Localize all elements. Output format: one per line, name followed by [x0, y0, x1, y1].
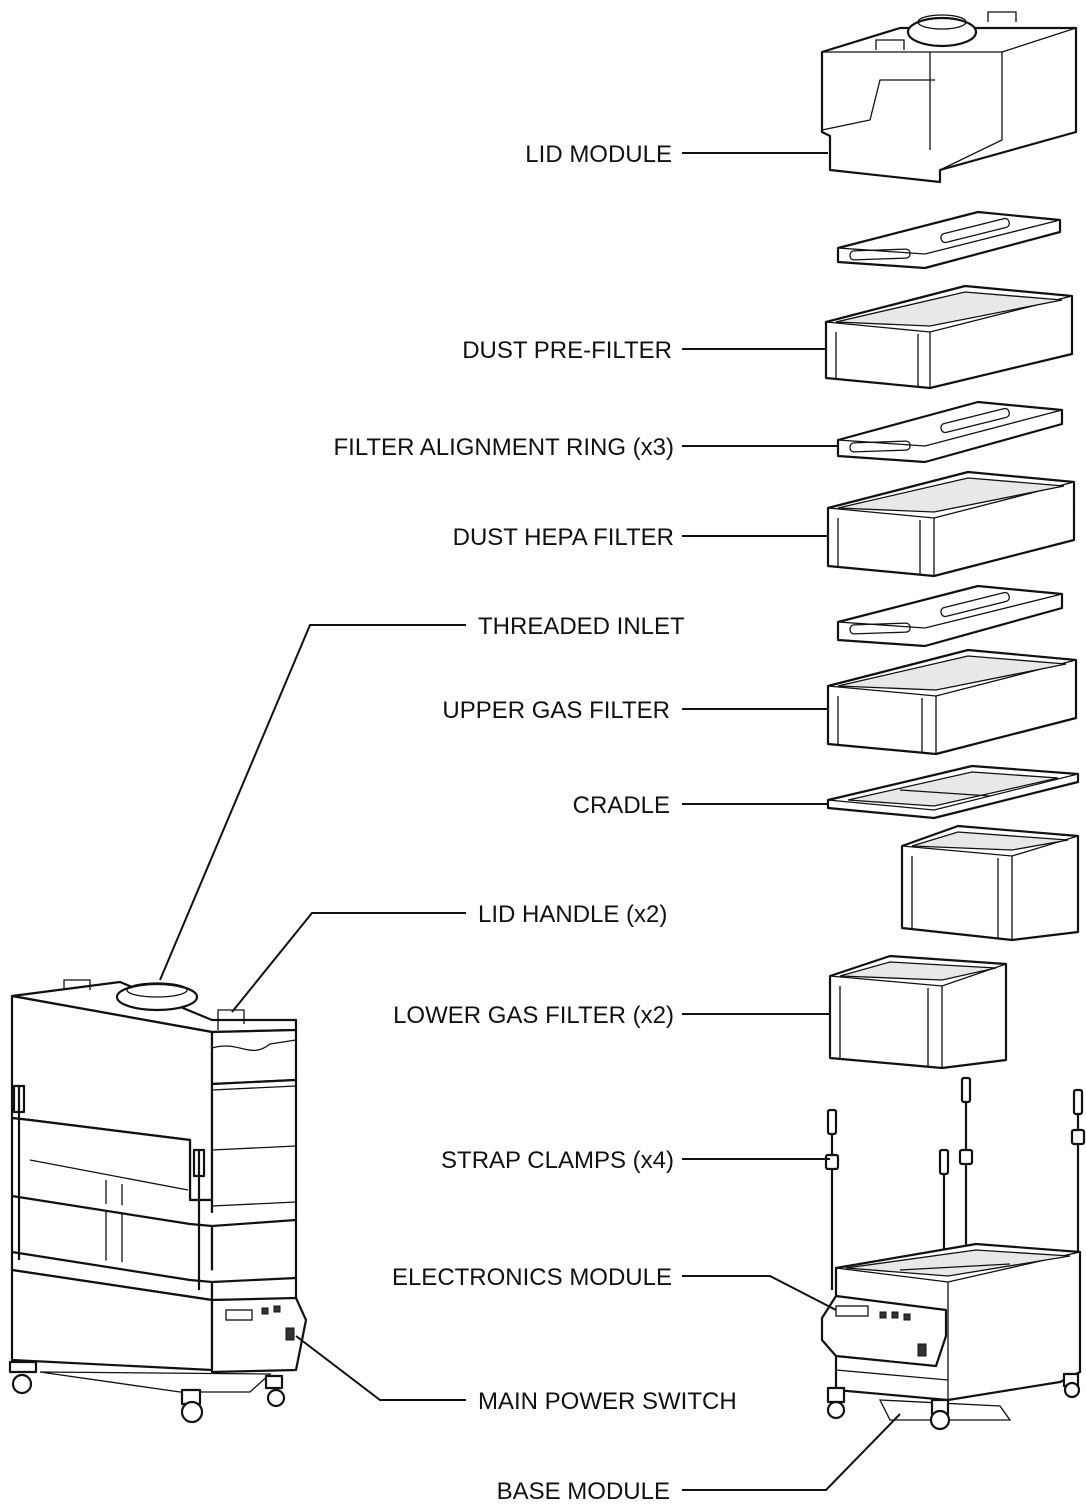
cradle-part	[826, 764, 1080, 820]
electronics-base-module-part	[820, 1242, 1082, 1431]
label-threaded-inlet: THREADED INLET	[478, 613, 685, 640]
label-upper-gas-filter: UPPER GAS FILTER	[442, 697, 670, 724]
lower-gas-filter-2-part	[828, 954, 1008, 1070]
leader-base-module	[682, 1413, 901, 1491]
lower-gas-filter-1-part	[900, 824, 1080, 942]
upper-gas-filter-part	[826, 648, 1078, 756]
labels: LID MODULE DUST PRE-FILTER FILTER ALIGNM…	[334, 141, 737, 1505]
label-filter-alignment-ring: FILTER ALIGNMENT RING (x3)	[334, 434, 675, 461]
leader-electronics-module	[682, 1275, 837, 1311]
label-dust-pre-filter: DUST PRE-FILTER	[462, 337, 672, 364]
alignment-ring-1-part	[836, 210, 1062, 270]
leader-threaded-inlet	[159, 624, 466, 981]
dust-hepa-filter-part	[826, 470, 1076, 578]
label-base-module: BASE MODULE	[497, 1478, 670, 1505]
label-cradle: CRADLE	[573, 792, 670, 819]
lid-module-part	[820, 11, 1078, 184]
label-main-power-switch: MAIN POWER SWITCH	[478, 1388, 737, 1415]
label-lid-module: LID MODULE	[525, 141, 672, 168]
assembled-unit	[8, 979, 308, 1424]
label-lower-gas-filter: LOWER GAS FILTER (x2)	[393, 1002, 674, 1029]
label-electronics-module: ELECTRONICS MODULE	[392, 1264, 672, 1291]
label-dust-hepa-filter: DUST HEPA FILTER	[453, 524, 674, 551]
leader-main-power-switch	[295, 1335, 466, 1401]
label-strap-clamps: STRAP CLAMPS (x4)	[441, 1147, 674, 1174]
alignment-ring-3-part	[836, 584, 1064, 648]
dust-pre-filter-part	[824, 284, 1074, 390]
leader-lid-handle	[231, 912, 466, 1013]
leader-lines	[159, 152, 901, 1491]
label-lid-handle: LID HANDLE (x2)	[478, 901, 667, 928]
alignment-ring-2-part	[836, 400, 1064, 464]
